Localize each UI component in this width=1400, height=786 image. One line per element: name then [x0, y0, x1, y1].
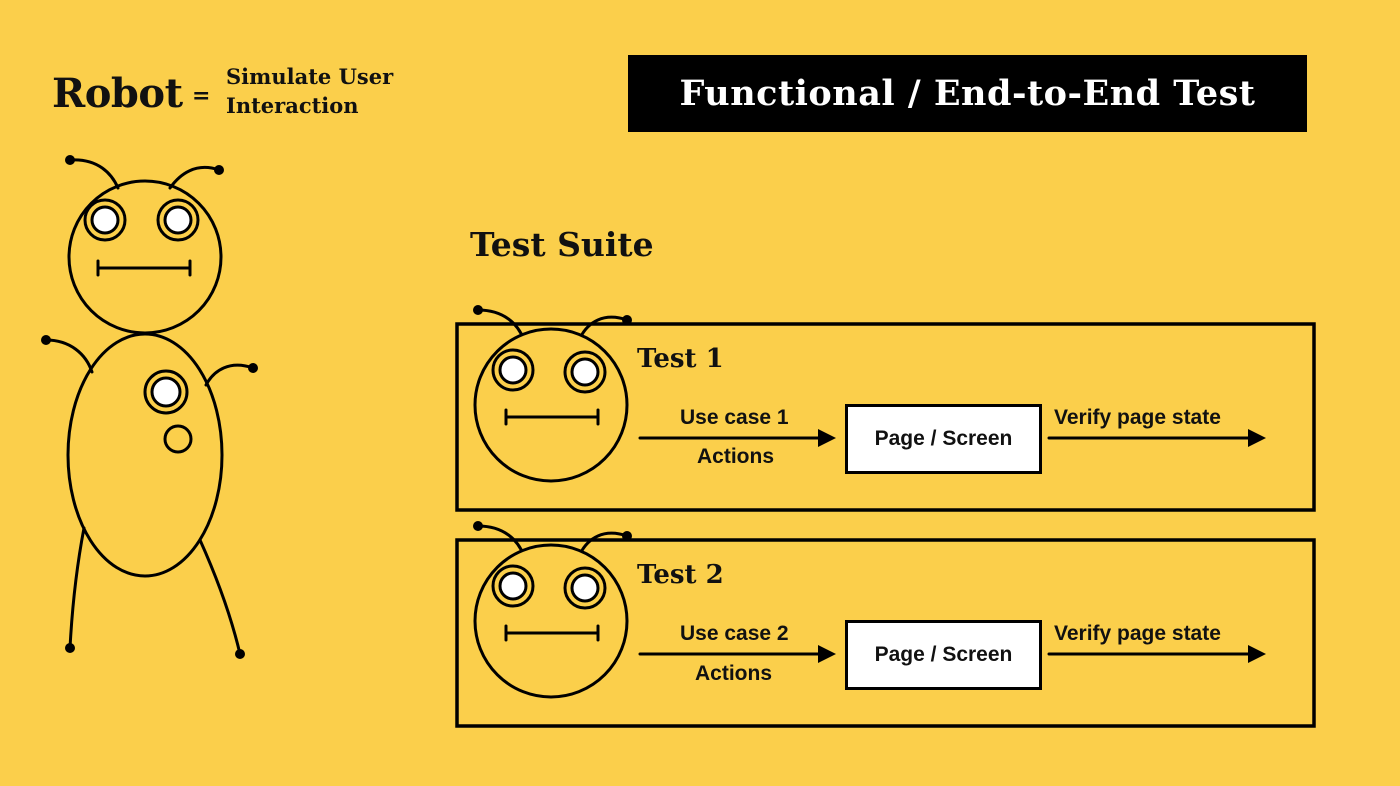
- test-2-title: Test 2: [637, 560, 724, 590]
- test-suite-label: Test Suite: [470, 225, 654, 264]
- test-1-arrow-verify: [1047, 429, 1266, 447]
- robot-leg-right: [198, 538, 242, 656]
- robot-definition: Simulate User Interaction: [226, 62, 393, 120]
- definition-line-2: Interaction: [226, 93, 359, 118]
- test-1-page-screen: Page / Screen: [845, 404, 1042, 474]
- test-2-arrow-verify: [1047, 645, 1266, 663]
- test-1-arrow-actions: [638, 429, 836, 447]
- test-2-actions: Actions: [695, 662, 773, 685]
- test-1-use-case: Use case 1: [680, 406, 789, 429]
- title-banner: Functional / End-to-End Test: [628, 55, 1307, 132]
- test-2-arrow-actions: [638, 645, 836, 663]
- test-2-use-case: Use case 2: [680, 622, 789, 645]
- robot-antenna-right: [168, 165, 221, 190]
- test-1-title: Test 1: [637, 344, 724, 374]
- robot-word: Robot: [52, 70, 183, 117]
- test-1-actions: Actions: [697, 445, 775, 468]
- test-1-verify: Verify page state: [1054, 406, 1221, 429]
- test-2-robot-head: [473, 521, 632, 699]
- robot-body: [66, 332, 224, 578]
- test-1-robot-head: [473, 305, 632, 483]
- robot-leg-left: [68, 526, 86, 650]
- robot-illustration: [41, 155, 258, 659]
- test-1-box: [455, 322, 1316, 512]
- test-2-box: [455, 538, 1316, 728]
- equals-sign: =: [192, 83, 211, 109]
- test-2-verify: Verify page state: [1054, 622, 1221, 645]
- definition-line-1: Simulate User: [226, 64, 394, 89]
- robot-antenna-left: [68, 158, 120, 190]
- robot-arm-left: [44, 338, 94, 374]
- test-2-page-screen: Page / Screen: [845, 620, 1042, 690]
- robot-arm-right: [204, 363, 255, 387]
